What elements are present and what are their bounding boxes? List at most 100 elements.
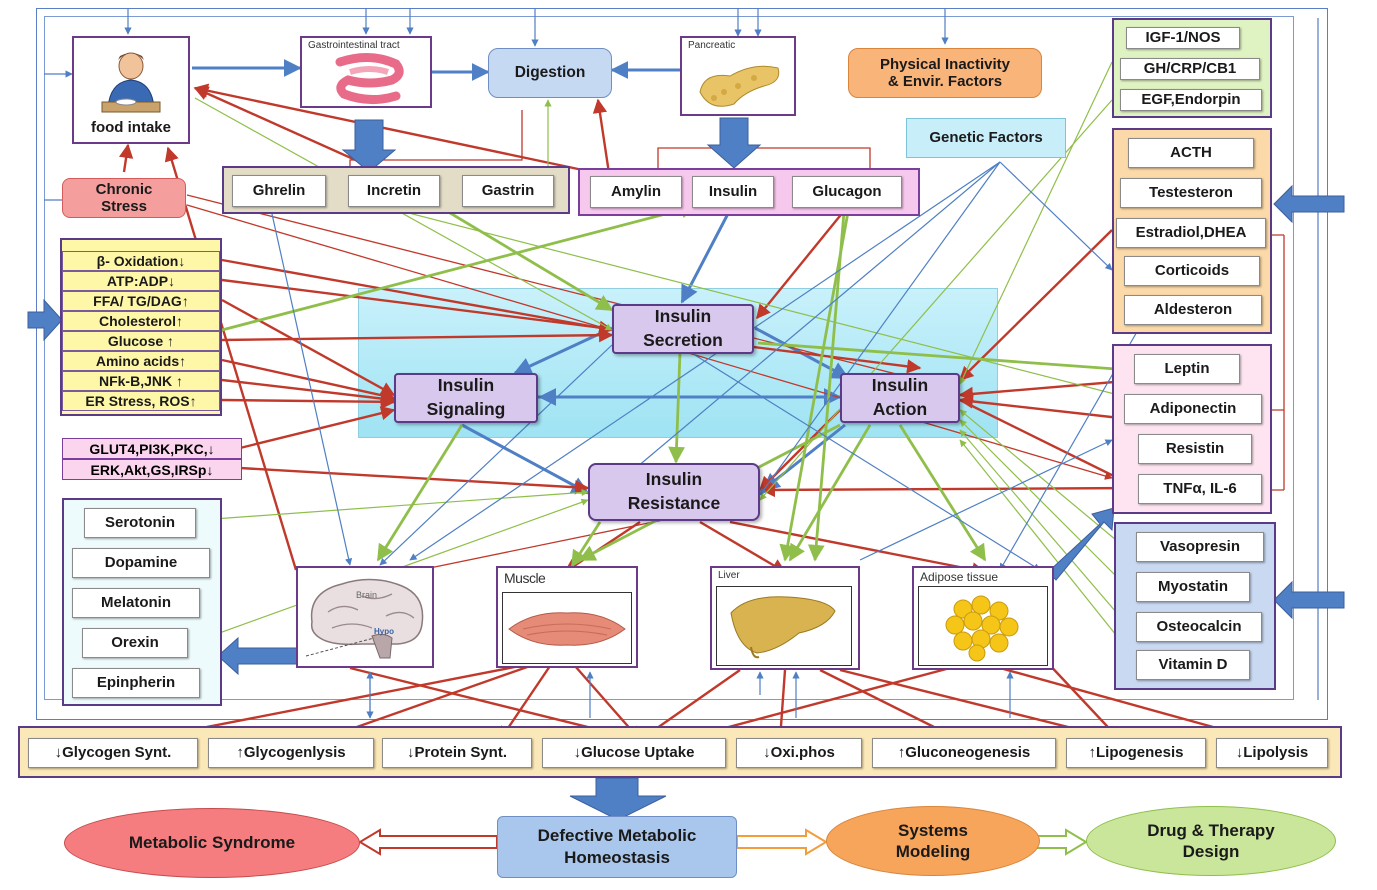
defective-homeostasis-box: Defective Metabolic Homeostasis xyxy=(497,816,737,878)
systems-line1: Systems xyxy=(898,820,968,840)
neuro-hormone-item: Orexin xyxy=(82,628,188,658)
steroid-item: ACTH xyxy=(1128,138,1254,168)
marker-row: Cholesterol↑ xyxy=(62,311,220,331)
marker-row: ATP:ADP↓ xyxy=(62,271,220,291)
neuro-hormone-item: Serotonin xyxy=(84,508,196,538)
genetic-factors-label: Genetic Factors xyxy=(929,129,1043,147)
genetic-factors-box: Genetic Factors xyxy=(906,118,1066,158)
other-factor-item: Vitamin D xyxy=(1136,650,1250,680)
ghrelin-box: Ghrelin xyxy=(232,175,326,207)
physical-inactivity-line1: Physical Inactivity xyxy=(879,55,1011,73)
defective-line1: Defective Metabolic xyxy=(537,825,697,845)
adipokine-item: TNFα, IL-6 xyxy=(1138,474,1262,504)
marker-row: ER Stress, ROS↑ xyxy=(62,391,220,411)
outcome-item: ↓Glycogen Synt. xyxy=(28,738,198,768)
liver-icon xyxy=(730,596,836,659)
marker-row: NFk-B,JNK ↑ xyxy=(62,371,220,391)
drug-line2: Design xyxy=(1182,842,1240,861)
marker-row: β- Oxidation↓ xyxy=(62,251,220,271)
chronic-stress-line1: Chronic xyxy=(95,180,153,198)
adipokine-item: Resistin xyxy=(1138,434,1252,464)
liver-image xyxy=(716,586,852,666)
marker-row: Amino acids↑ xyxy=(62,351,220,371)
adipose-image xyxy=(918,586,1048,666)
muscle-icon xyxy=(508,612,626,646)
metabolic-syndrome-ellipse: Metabolic Syndrome xyxy=(64,808,360,878)
other-factor-item: Vasopresin xyxy=(1136,532,1264,562)
other-factor-item: Myostatin xyxy=(1136,572,1250,602)
digestion-label: Digestion xyxy=(514,64,586,82)
insulin-resistance-box: Insulin Resistance xyxy=(588,463,760,521)
physical-inactivity-box: Physical Inactivity & Envir. Factors xyxy=(848,48,1042,98)
growth-factor-item: EGF,Endorpin xyxy=(1120,89,1262,111)
gi-tract-caption: Gastrointestinal tract xyxy=(308,40,400,51)
steroid-item: Corticoids xyxy=(1124,256,1260,286)
outcome-item: ↑Glycogenlysis xyxy=(208,738,374,768)
metabolic-syndrome-label: Metabolic Syndrome xyxy=(128,833,296,853)
brain-caption: Brain xyxy=(356,590,377,600)
inner-frame xyxy=(44,16,1294,700)
muscle-caption: Muscle xyxy=(504,570,546,586)
liver-panel: Liver xyxy=(710,566,860,670)
drug-therapy-ellipse: Drug & Therapy Design xyxy=(1086,806,1336,876)
outcome-item: ↓Oxi.phos xyxy=(736,738,862,768)
outcome-item: ↑Gluconeogenesis xyxy=(872,738,1056,768)
muscle-image xyxy=(502,592,632,664)
insulin-secretion-box: Insulin Secretion xyxy=(612,304,754,354)
insulin-action-line2: Action xyxy=(872,399,928,419)
systems-line2: Modeling xyxy=(895,842,971,861)
growth-factor-item: IGF-1/NOS xyxy=(1126,27,1240,49)
insulin-signaling-box: Insulin Signaling xyxy=(394,373,538,423)
gi-tract-panel: Gastrointestinal tract xyxy=(300,36,432,108)
adipokine-item: Adiponectin xyxy=(1124,394,1262,424)
brain-icon: Brain Hypo xyxy=(305,578,424,659)
brain-panel: Brain Hypo xyxy=(296,566,434,668)
glucagon-box: Glucagon xyxy=(792,176,902,208)
pancreas-caption: Pancreatic xyxy=(688,40,736,51)
systems-modeling-ellipse: Systems Modeling xyxy=(826,806,1040,876)
steroid-item: Aldesteron xyxy=(1124,295,1262,325)
outcome-item: ↓Protein Synt. xyxy=(382,738,532,768)
steroid-item: Testesteron xyxy=(1120,178,1262,208)
signaling-marker-row: GLUT4,PI3K,PKC,↓ xyxy=(62,438,242,459)
marker-row: Glucose ↑ xyxy=(62,331,220,351)
insulin-secretion-line1: Insulin xyxy=(654,306,712,327)
insulin-signaling-line1: Insulin xyxy=(437,375,495,396)
person-eating-icon xyxy=(101,52,161,113)
hypothalamus-caption: Hypo xyxy=(374,627,394,636)
other-factor-item: Osteocalcin xyxy=(1136,612,1262,642)
outcome-item: ↓Lipolysis xyxy=(1216,738,1328,768)
pancreas-panel: Pancreatic xyxy=(680,36,796,116)
neuro-hormone-item: Dopamine xyxy=(72,548,210,578)
intestine-icon xyxy=(335,53,404,104)
outcome-item: ↓Glucose Uptake xyxy=(542,738,726,768)
insulin-action-line1: Insulin xyxy=(871,375,929,396)
gastrin-box: Gastrin xyxy=(462,175,554,207)
defective-line2: Homeostasis xyxy=(564,848,670,867)
adipose-caption: Adipose tissue xyxy=(920,570,999,584)
insulin-signaling-line2: Signaling xyxy=(426,399,506,419)
amylin-box: Amylin xyxy=(590,176,682,208)
insulin-resistance-line1: Insulin xyxy=(645,469,703,490)
insulin-box: Insulin xyxy=(692,176,774,208)
growth-factor-item: GH/CRP/CB1 xyxy=(1120,58,1260,80)
outcome-item: ↑Lipogenesis xyxy=(1066,738,1206,768)
insulin-secretion-line2: Secretion xyxy=(643,330,723,350)
incretin-box: Incretin xyxy=(348,175,440,207)
neuro-hormone-item: Melatonin xyxy=(72,588,200,618)
chronic-stress-box: Chronic Stress xyxy=(62,178,186,218)
insulin-action-box: Insulin Action xyxy=(840,373,960,423)
chronic-stress-line2: Stress xyxy=(101,198,147,215)
steroid-item: Estradiol,DHEA xyxy=(1116,218,1266,248)
liver-caption: Liver xyxy=(718,570,740,581)
physical-inactivity-line2: & Envir. Factors xyxy=(887,73,1003,90)
muscle-panel: Muscle xyxy=(496,566,638,668)
fat-cells-icon xyxy=(945,595,1019,662)
insulin-resistance-line2: Resistance xyxy=(627,493,721,513)
adipose-panel: Adipose tissue xyxy=(912,566,1054,670)
food-intake-panel: food intake xyxy=(72,36,190,144)
food-intake-label: food intake xyxy=(90,119,171,136)
outer-frame xyxy=(36,8,1328,720)
